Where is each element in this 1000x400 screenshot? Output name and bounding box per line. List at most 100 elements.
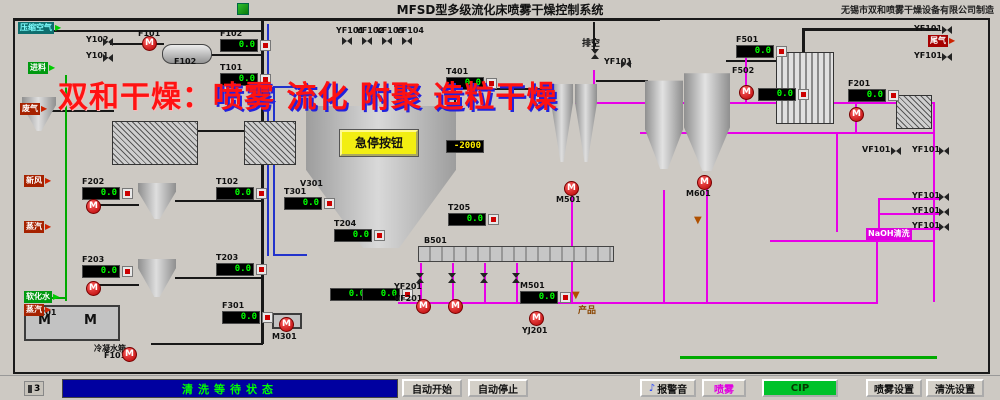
spray-settings-button[interactable]: 喷雾设置 [866, 379, 922, 397]
valve-icon [942, 53, 952, 61]
pipe [876, 242, 878, 302]
label: YF101 [914, 24, 942, 33]
alarm-indicator-icon [486, 78, 497, 89]
alarm-indicator-icon [374, 230, 385, 241]
label: YF101 [912, 191, 940, 200]
pipe [275, 86, 307, 88]
flow-arrow-icon: ▶ [53, 292, 60, 301]
side-label: 蒸汽▶ [24, 304, 52, 316]
motor-icon: M [416, 299, 431, 314]
label: YF101 [604, 57, 632, 66]
label: M [84, 313, 97, 328]
pipe [571, 186, 573, 302]
flow-arrow-icon: ▶ [41, 104, 48, 113]
pipe [680, 356, 937, 359]
label: M501 [556, 195, 581, 204]
label: YF102 [356, 26, 384, 35]
motor-icon: M [86, 199, 101, 214]
motor-icon: M [86, 281, 101, 296]
flow-arrow-icon: ▶ [45, 176, 52, 185]
side-label: 新风▶ [24, 175, 52, 187]
alarm-indicator-icon [256, 264, 267, 275]
fluid-bed-conveyor [418, 246, 614, 262]
label: YF101 [914, 51, 942, 60]
motor-icon: M [739, 85, 754, 100]
pipe [454, 88, 456, 108]
pipe [175, 277, 262, 279]
motor-icon: M [448, 299, 463, 314]
pipe [275, 254, 307, 256]
watermark-prefix: 双和干燥： [58, 80, 213, 115]
valve-icon [362, 37, 372, 45]
flow-arrow-icon: ▶ [45, 305, 52, 314]
display-value: 0.0 [758, 88, 809, 101]
page-icon [28, 384, 32, 393]
label: YJ201 [522, 326, 548, 335]
pipe [211, 54, 262, 56]
pipe [40, 110, 114, 112]
alarm-indicator-icon [560, 292, 571, 303]
label: F101 [138, 29, 161, 38]
pipe [836, 132, 838, 232]
watermark: 双和干燥：喷雾 流化 附聚 造粒干燥 [58, 72, 557, 116]
side-label: NaOH清洗 [866, 228, 912, 240]
status-text: 清洗等待状态 [182, 382, 278, 396]
pipe [99, 284, 139, 286]
pipe [454, 88, 554, 90]
alarm-indicator-icon [798, 89, 809, 100]
motor-icon: M [122, 347, 137, 362]
auto-start-button[interactable]: 自动开始 [402, 379, 462, 397]
clean-settings-button[interactable]: 清洗设置 [926, 379, 984, 397]
pipe [880, 198, 940, 200]
control-bar: 3 清洗等待状态 自动开始 自动停止 ♪报警音 喷雾 CIP 喷雾设置 清洗设置 [0, 375, 1000, 400]
display-value: -2000 [446, 140, 484, 153]
alarm-sound-button[interactable]: ♪报警音 [640, 379, 696, 397]
pipe [65, 75, 67, 301]
valve-icon [402, 37, 412, 45]
valve-icon [512, 273, 520, 283]
label: YF104 [396, 26, 424, 35]
pipe [933, 102, 935, 302]
pipe [706, 186, 708, 302]
label: 产品 [578, 306, 597, 316]
motor-icon: M [697, 175, 712, 190]
valve-icon [103, 38, 113, 46]
watermark-suffix: 喷雾 流化 附聚 造粒干燥 [213, 80, 558, 115]
pipe [802, 28, 805, 54]
page-indicator[interactable]: 3 [24, 381, 45, 396]
alarm-indicator-icon [488, 214, 499, 225]
pipe [770, 240, 933, 242]
label: 冷凝水箱 [94, 344, 126, 353]
valve-icon [891, 147, 901, 155]
label: F102 [174, 57, 197, 66]
label: M301 [272, 332, 297, 341]
valve-icon [939, 147, 949, 155]
pipe [110, 43, 164, 45]
alarm-sound-icon: ♪ [648, 382, 656, 394]
motor-icon: M [279, 317, 294, 332]
pipe [663, 190, 665, 302]
spray-button[interactable]: 喷雾 [702, 379, 746, 397]
label: F502 [732, 66, 755, 75]
auto-stop-button[interactable]: 自动停止 [468, 379, 528, 397]
pipe [40, 297, 66, 299]
page-number: 3 [34, 383, 41, 394]
valve-icon [591, 49, 599, 59]
cip-button[interactable]: CIP [762, 379, 838, 397]
pipe [261, 20, 264, 344]
label: YF103 [376, 26, 404, 35]
alarm-sound-label: 报警音 [657, 384, 688, 396]
emergency-stop-button[interactable]: 急停按钮 [339, 129, 419, 157]
valve-icon [939, 223, 949, 231]
